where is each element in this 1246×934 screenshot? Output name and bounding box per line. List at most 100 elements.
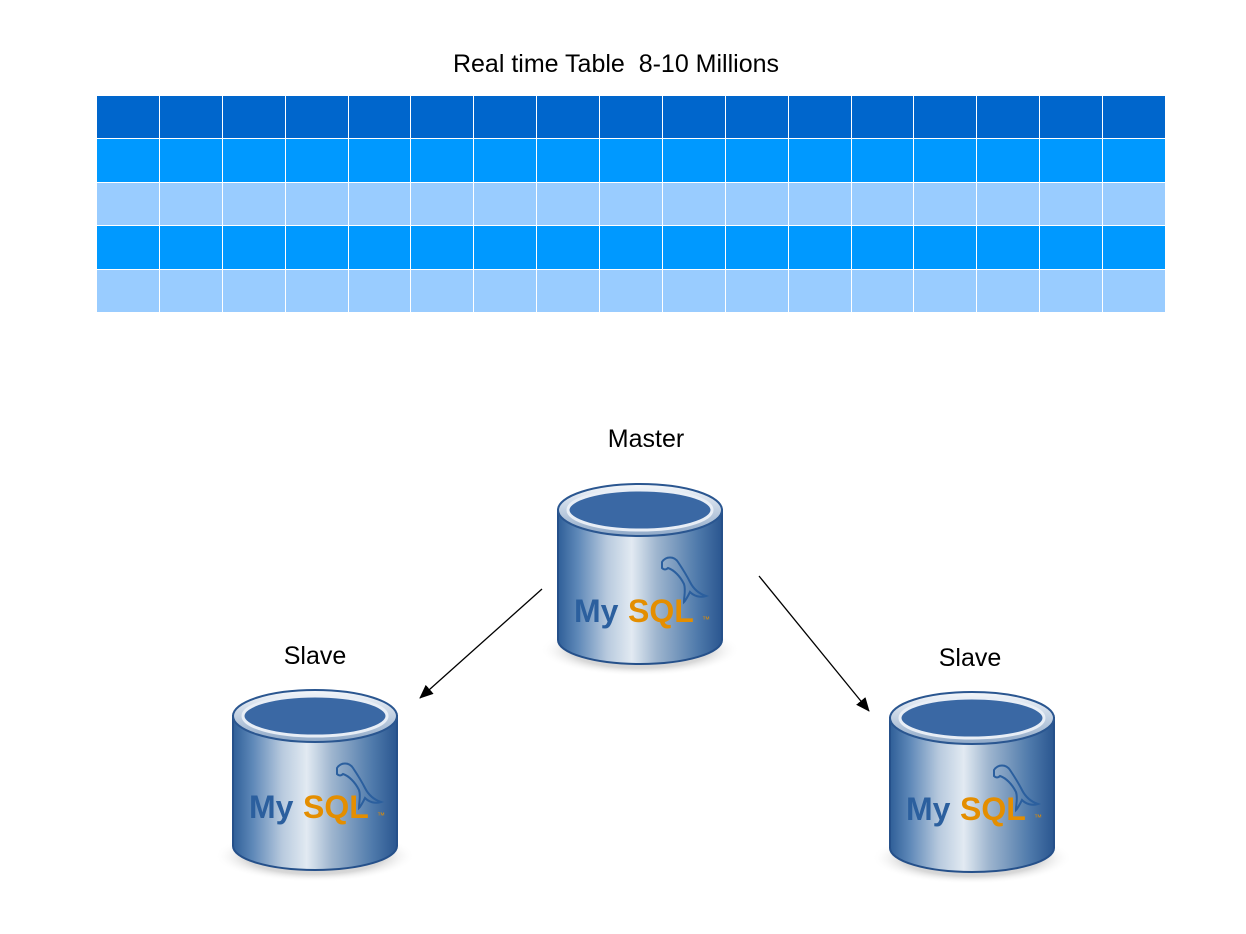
slave-left-logo-my: My [249, 789, 294, 825]
table-cell [97, 96, 159, 139]
table-cell [474, 182, 537, 226]
table-cell [348, 269, 411, 312]
table-cell [914, 182, 977, 226]
table-cell [537, 182, 600, 226]
table-cell [285, 269, 348, 312]
master-label: Master [607, 425, 685, 453]
slave-right-database-icon: My SQL ™ [870, 678, 1074, 903]
table-cell [348, 139, 411, 182]
realtime-table-grid [97, 96, 1165, 312]
table-cell [977, 226, 1040, 269]
table-cell [285, 226, 348, 269]
table-cell [411, 226, 474, 269]
table-cell [1040, 269, 1103, 312]
table-cell [97, 226, 159, 269]
table-cell [788, 226, 851, 269]
table-cell [977, 96, 1040, 139]
table-cell [662, 139, 725, 182]
table-cell [159, 96, 222, 139]
master-logo-my: My [574, 593, 619, 629]
table-cell [851, 96, 914, 139]
table-cell [222, 96, 285, 139]
table-cell [1040, 96, 1103, 139]
table-cell [788, 269, 851, 312]
table-cell [474, 139, 537, 182]
table-cell [1040, 139, 1103, 182]
table-cell [914, 139, 977, 182]
table-cell [537, 139, 600, 182]
table-cell [662, 226, 725, 269]
master-database-icon: My SQL ™ [538, 470, 742, 695]
table-cell [851, 182, 914, 226]
slave-right-logo-my: My [906, 791, 951, 827]
table-cell [725, 182, 788, 226]
table-cell [159, 226, 222, 269]
table-cell [1103, 182, 1165, 226]
table-cell [222, 182, 285, 226]
table-cell [662, 96, 725, 139]
table-cell [788, 96, 851, 139]
table-cell [977, 139, 1040, 182]
table-cell [977, 182, 1040, 226]
slave-left-logo-sql: SQL [303, 789, 369, 825]
table-cell [411, 139, 474, 182]
table-cell [725, 96, 788, 139]
table-cell [600, 226, 662, 269]
table-cell [285, 96, 348, 139]
table-cell [788, 139, 851, 182]
table-cell [600, 269, 662, 312]
table-cell [977, 269, 1040, 312]
table-cell [97, 182, 159, 226]
table-cell [411, 182, 474, 226]
table-cell [285, 139, 348, 182]
table-cell [222, 226, 285, 269]
slave-left-logo-tm: ™ [377, 811, 385, 820]
table-cell [348, 226, 411, 269]
slave-left-label: Slave [283, 642, 347, 670]
arrow-master-to-slave-left [419, 588, 543, 699]
slave-right-logo-sql: SQL [960, 791, 1026, 827]
slave-right-label: Slave [938, 644, 1002, 672]
table-cell [600, 96, 662, 139]
table-cell [600, 182, 662, 226]
table-cell [159, 182, 222, 226]
table-cell [851, 139, 914, 182]
table-cell [788, 182, 851, 226]
table-cell [97, 269, 159, 312]
table-cell [914, 96, 977, 139]
table-cell [285, 182, 348, 226]
table-cell [159, 269, 222, 312]
table-cell [97, 139, 159, 182]
table-cell [474, 226, 537, 269]
table-cell [1103, 96, 1165, 139]
table-cell [222, 139, 285, 182]
master-logo-tm: ™ [702, 615, 710, 624]
table-cell [348, 182, 411, 226]
table-cell [1040, 226, 1103, 269]
table-cell [159, 139, 222, 182]
table-cell [851, 269, 914, 312]
slave-right-logo-tm: ™ [1034, 813, 1042, 822]
table-cell [662, 269, 725, 312]
table-cell [1040, 182, 1103, 226]
table-cell [222, 269, 285, 312]
table-cell [537, 96, 600, 139]
table-cell [851, 226, 914, 269]
table-cell [411, 96, 474, 139]
table-cell [474, 269, 537, 312]
table-cell [1103, 269, 1165, 312]
slave-left-database-icon: My SQL ™ [213, 676, 417, 901]
table-cell [725, 269, 788, 312]
table-cell [474, 96, 537, 139]
table-cell [348, 96, 411, 139]
arrow-master-to-slave-right [758, 575, 870, 712]
table-cell [600, 139, 662, 182]
table-cell [914, 269, 977, 312]
table-cell [411, 269, 474, 312]
table-cell [1103, 139, 1165, 182]
table-cell [725, 139, 788, 182]
table-cell [537, 226, 600, 269]
table-title: Real time Table 8-10 Millions [452, 50, 780, 78]
table-cell [914, 226, 977, 269]
table-cell [725, 226, 788, 269]
